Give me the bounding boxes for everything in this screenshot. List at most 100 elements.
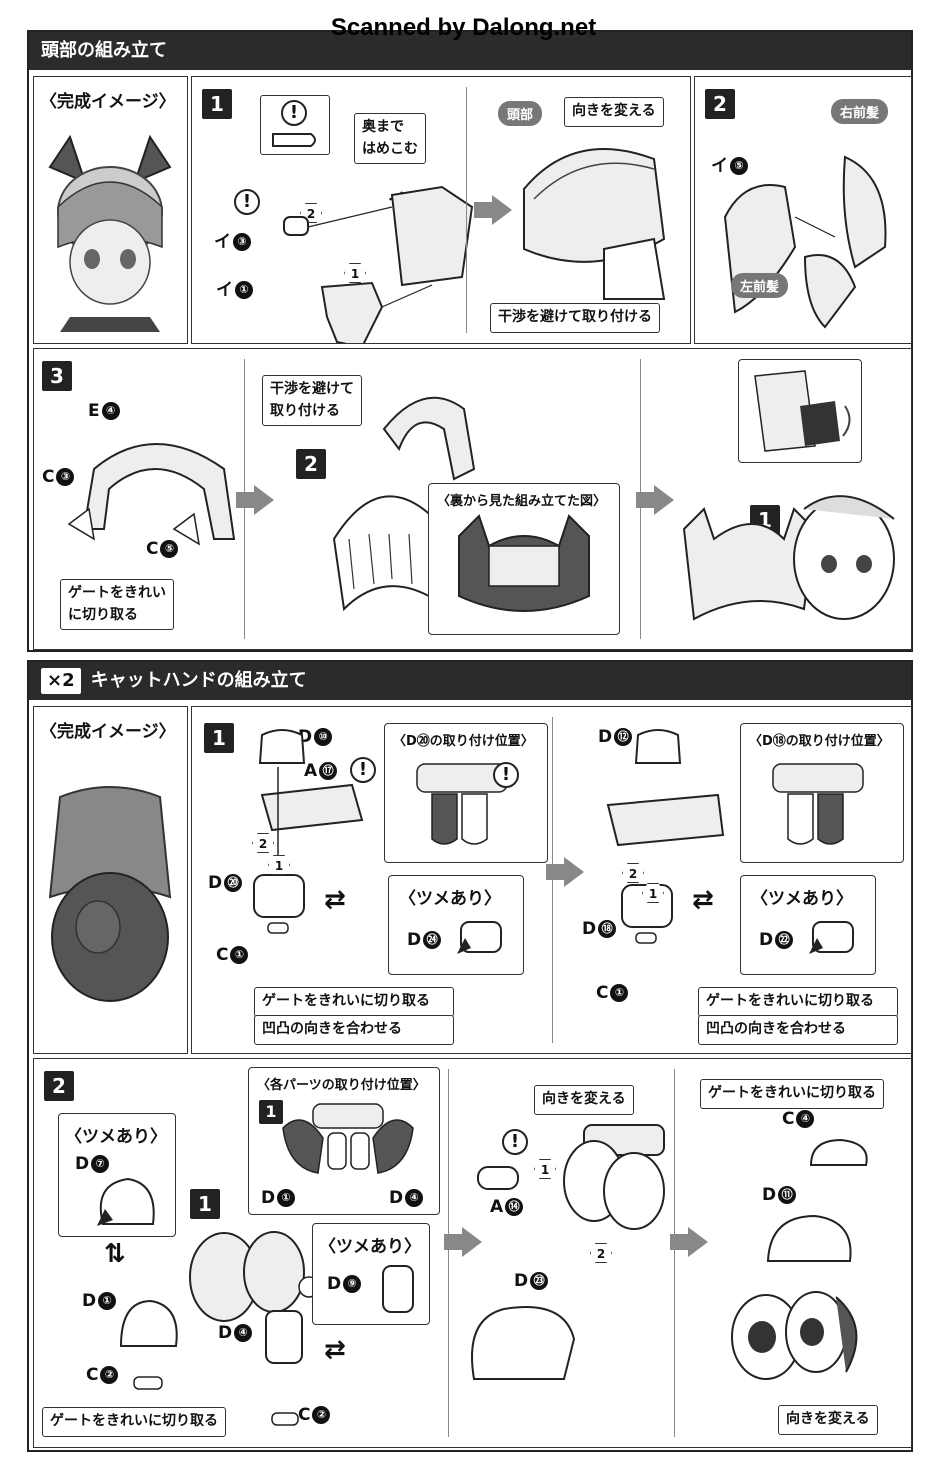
head-base-drawing [523, 148, 666, 300]
flow-arrow [670, 1227, 708, 1257]
gate-cut-label: ゲートをきれいに切り取る [254, 987, 454, 1017]
d20-position-drawing [416, 763, 508, 845]
hand-preview-illustration [48, 786, 172, 1002]
hand-step1-left-drawing [253, 729, 364, 934]
gate-cut-label-3: ゲートをきれいに切り取る [42, 1407, 226, 1437]
head-preview-panel: 〈完成イメージ〉 [33, 76, 188, 344]
align-orientation-label: 凹凸の向きを合わせる [254, 1015, 454, 1045]
head-step3-sub2: 2 [296, 449, 326, 479]
peg-cut-icon [272, 133, 316, 147]
scan-watermark: Scanned by Dalong.net [330, 14, 597, 41]
warning-icon: ! [350, 757, 376, 783]
step1-parts-drawing [283, 185, 474, 343]
sequence-1: 1 [344, 263, 366, 283]
push-fully-text: 奥まで はめこむ [362, 119, 418, 157]
d18-position-drawing [772, 763, 864, 845]
avoid-interference-label-2: 干渉を避けて 取り付ける [262, 375, 362, 427]
hand-section-title: ×2 キャットハンドの組み立て [29, 662, 911, 700]
divider [552, 717, 553, 1043]
detail-drawing [754, 370, 851, 452]
detail-inset [738, 359, 862, 463]
left-bangs-pill: 左前髪 [731, 273, 789, 298]
warning-icon: ! [281, 100, 307, 126]
hint-no-peg-box: ! [260, 95, 330, 155]
d18-position-inset: 〈D⑱の取り付け位置〉 [740, 723, 904, 863]
hair-and-headband-drawing [332, 396, 476, 612]
a14-drawing [477, 1166, 519, 1190]
align-orientation-label-2: 凹凸の向きを合わせる [698, 1015, 898, 1045]
swap-arrows-icon: ⇄ [324, 885, 346, 915]
back-view-inset: 〈裏から見た組み立てた図〉 [428, 483, 620, 635]
hand-preview-panel: 〈完成イメージ〉 [33, 706, 188, 1054]
head-step2-badge: 2 [705, 89, 735, 119]
flow-arrow [474, 195, 512, 225]
head-step1-panel: 1 ! 奥まで はめこむ ! イ③ イ④ イ① 2 1 頭部 向きを変える [191, 76, 691, 344]
d20-position-title: 〈D⑳の取り付け位置〉 [393, 734, 534, 749]
hand-step2-badge: 2 [44, 1071, 74, 1101]
divider [448, 1069, 449, 1437]
d7-drawing [97, 1177, 155, 1226]
head-assembly-section: 頭部の組み立て 〈完成イメージ〉 1 ! 奥まで はめこむ ! イ③ イ④ [27, 30, 913, 652]
flow-arrow [636, 485, 674, 515]
divider [466, 87, 467, 333]
warning-icon: ! [502, 1129, 528, 1155]
gate-cut-label-2: ゲートをきれいに切り取る [698, 987, 898, 1017]
hand-step2-sub1: 1 [190, 1189, 220, 1219]
d18-position-title: 〈D⑱の取り付け位置〉 [749, 734, 890, 749]
d23-drawing [471, 1306, 576, 1380]
palm-drawing [563, 1124, 665, 1230]
finished-hand-drawing [731, 1291, 858, 1380]
change-direction-label-2: 向きを変える [534, 1085, 634, 1115]
sequence-1: 1 [534, 1159, 556, 1179]
swap-arrows-icon: ⇅ [104, 1239, 126, 1269]
claw-variant-title-4: 〈ツメあり〉 [319, 1237, 421, 1257]
head-step3-badge: 3 [42, 361, 72, 391]
back-view-title: 〈裏から見た組み立てた図〉 [437, 494, 607, 509]
gate-cut-label-4: ゲートをきれいに切り取る [700, 1079, 884, 1109]
flow-arrow [546, 857, 584, 887]
claw-part-drawing [457, 921, 502, 954]
head-part-pill: 頭部 [498, 101, 543, 126]
hand-title-text: キャットハンドの組み立て [90, 670, 307, 691]
sequence-2: 2 [590, 1243, 612, 1263]
head-section-title: 頭部の組み立て [29, 32, 911, 70]
parts-position-title: 〈各パーツの取り付け位置〉 [257, 1078, 426, 1093]
push-fully-label: 奥まで はめこむ [354, 113, 426, 165]
flow-arrow [444, 1227, 482, 1257]
swap-arrows-icon: ⇄ [324, 1335, 346, 1365]
claw-part-drawing-2 [809, 921, 854, 954]
claw-variant-title: 〈ツメあり〉 [399, 889, 501, 909]
flow-arrow [236, 485, 274, 515]
c4-drawing [809, 1138, 868, 1166]
head-step1-badge: 1 [202, 89, 232, 119]
claw-variant-title-3: 〈ツメあり〉 [65, 1127, 167, 1147]
multiplier-badge: ×2 [41, 668, 81, 694]
parts-position-drawing [282, 1103, 414, 1174]
d4-c2-drawing [265, 1310, 303, 1426]
swap-arrows-icon: ⇄ [692, 885, 714, 915]
hand-preview-label: 〈完成イメージ〉 [40, 722, 176, 742]
